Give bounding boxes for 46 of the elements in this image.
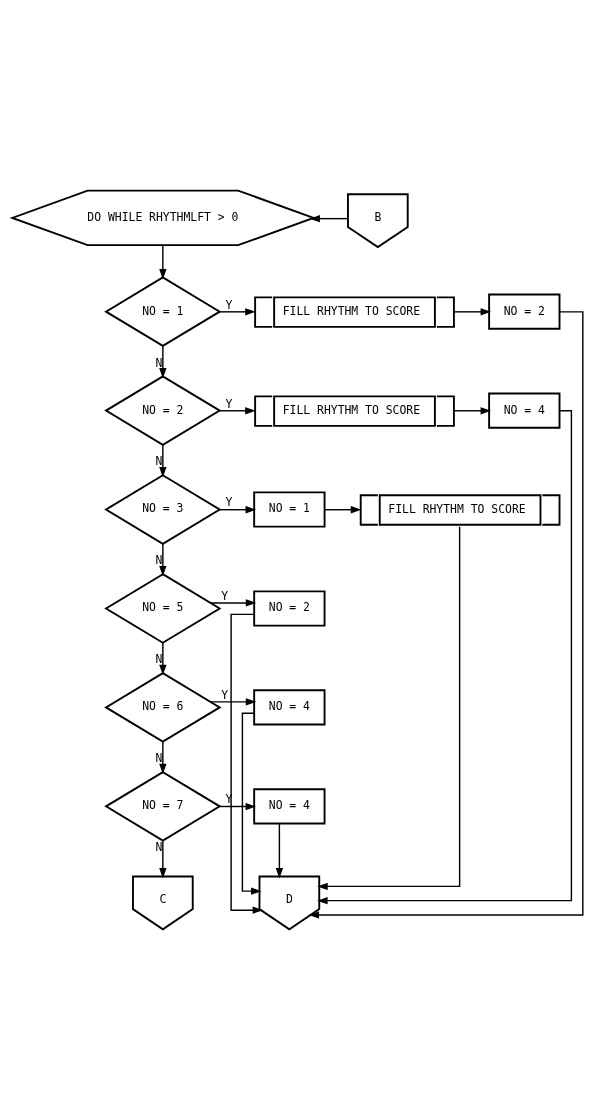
arrow: [159, 740, 167, 774]
node-box: NO = 1: [253, 490, 326, 528]
node-diamond: NO = 1: [104, 275, 222, 347]
arrow: [209, 697, 257, 706]
edge-label: Y: [225, 297, 233, 312]
edge-label: Y: [221, 687, 229, 702]
edge-label: Y: [221, 588, 229, 603]
arrow: [159, 839, 167, 878]
arrow: [218, 505, 257, 513]
arrow: [159, 542, 167, 576]
arrow: [323, 505, 362, 513]
arrow: [230, 613, 264, 914]
edge-label: N: [155, 750, 163, 765]
arrow: [159, 344, 167, 378]
node-box: NO = 4: [488, 392, 561, 429]
arrow: [309, 214, 349, 222]
arrow: [241, 712, 262, 895]
node-diamond: NO = 2: [104, 374, 222, 446]
edge-label: N: [155, 839, 163, 854]
node-diamond: NO = 3: [104, 473, 222, 545]
arrow: [453, 406, 492, 414]
node-box: NO = 2: [488, 293, 561, 330]
arrow: [209, 598, 257, 607]
arrow: [159, 244, 167, 280]
edge-label: Y: [225, 396, 233, 411]
node-diamond: NO = 5: [104, 572, 222, 644]
arrow: [317, 409, 573, 904]
arrow: [218, 406, 256, 414]
edge-label: N: [155, 355, 163, 369]
edge-label: N: [155, 453, 163, 468]
arrow: [317, 525, 461, 890]
arrow: [453, 307, 492, 316]
node-box: NO = 2: [253, 589, 326, 627]
node-diamond: NO = 7: [104, 770, 222, 842]
node-diamond: NO = 6: [104, 671, 222, 743]
arrow: [218, 307, 256, 316]
node-box: NO = 4: [253, 688, 326, 725]
arrow: [159, 443, 167, 477]
arrow: [159, 641, 167, 675]
arrow: [218, 802, 257, 810]
arrow: [275, 822, 284, 878]
node-box: NO = 4: [253, 787, 326, 824]
edge-label: N: [155, 552, 163, 567]
edge-label: Y: [225, 494, 233, 509]
edge-label: N: [155, 651, 163, 666]
arrow: [308, 310, 584, 919]
